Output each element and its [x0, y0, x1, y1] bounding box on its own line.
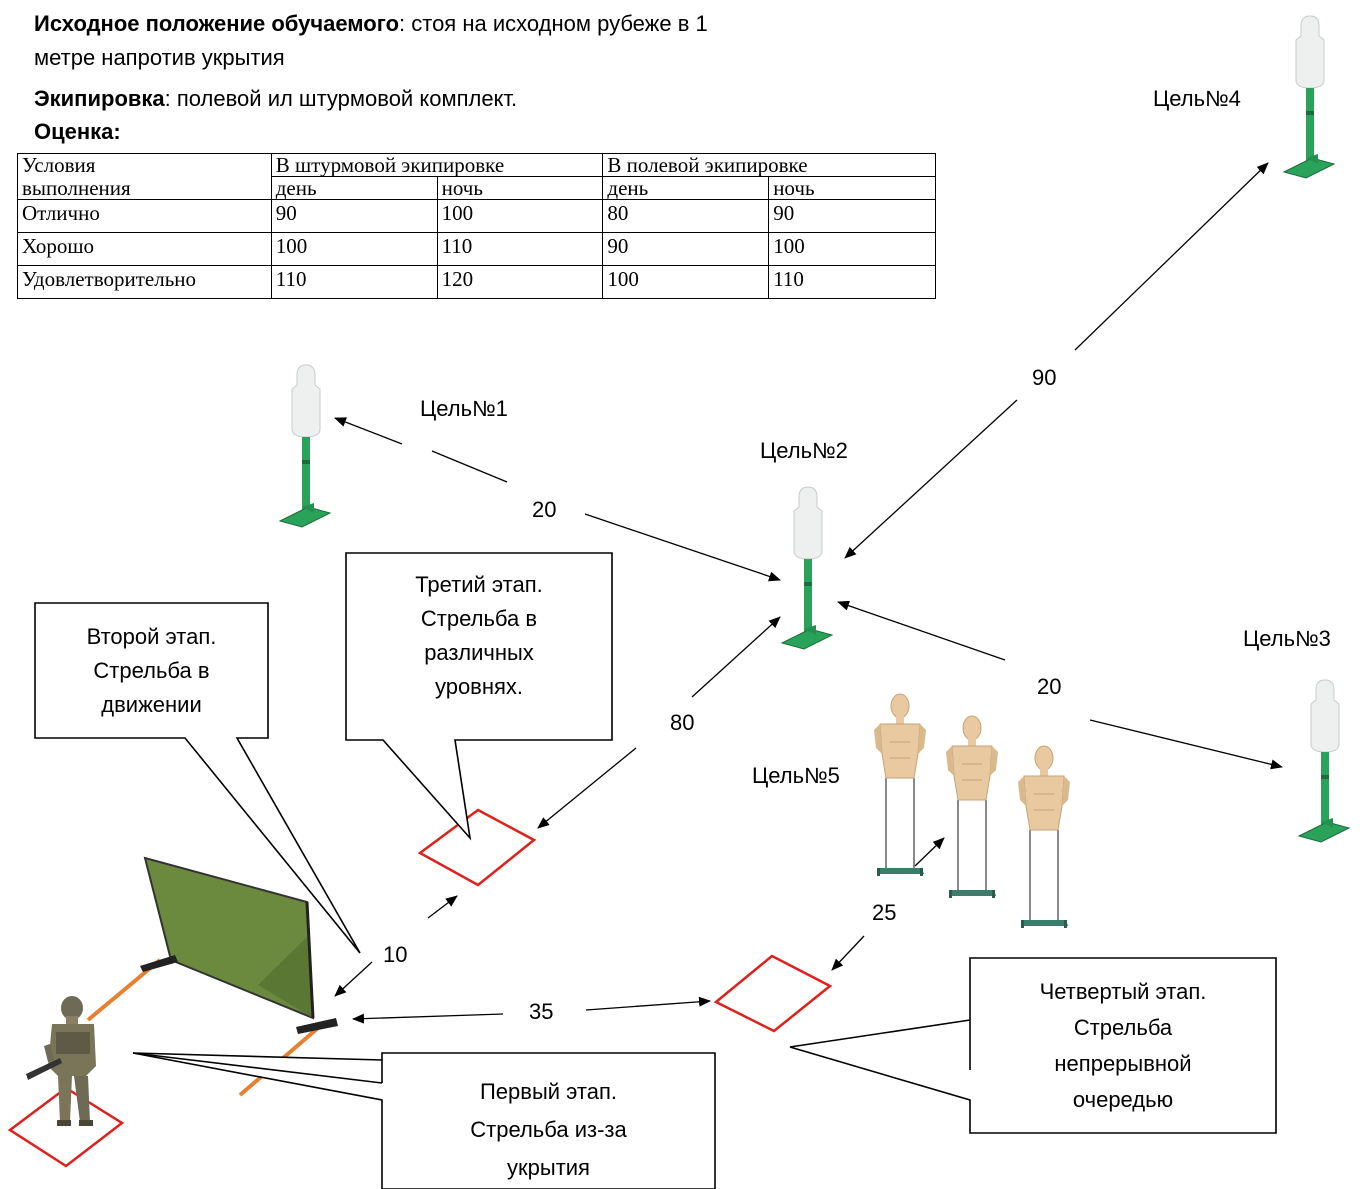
callout-line: укрытия — [507, 1155, 590, 1180]
callout-line: различных — [424, 640, 534, 665]
target-3-popper — [1298, 679, 1350, 843]
initial-position-text: : стоя на исходном рубеже в 1 — [399, 11, 708, 36]
arrow-to-target-3 — [1089, 719, 1283, 770]
callout-stage-1-box — [132, 1052, 716, 1189]
header-conditions: Условия — [17, 153, 272, 177]
soldier-figure — [26, 996, 96, 1126]
table-cell: 120 — [436, 265, 604, 299]
target-2-popper — [781, 486, 833, 650]
callout-stage-4-box — [789, 957, 1277, 1134]
callout-line: уровнях. — [434, 674, 524, 699]
header-conditions-sub: выполнения — [17, 176, 272, 200]
arrow-to-target-2-from-4 — [844, 399, 1018, 559]
equipment-text: : полевой ил штурмовой комплект. — [164, 86, 518, 111]
arrow-to-target-2-from-3 — [837, 600, 1006, 661]
header-night: ночь — [436, 176, 604, 200]
callout-line: Второй этап. — [86, 624, 217, 649]
arrow-to-zone3 — [537, 747, 637, 829]
target-4-label: Цель№4 — [1153, 86, 1241, 111]
distance-label: 25 — [872, 900, 897, 925]
table-cell: 90 — [768, 199, 936, 233]
distance-label: 35 — [529, 999, 554, 1024]
table-cell: 90 — [602, 232, 770, 266]
header-field-kit: В полевой экипировке — [602, 153, 936, 177]
target-5-mannequin — [873, 693, 927, 877]
table-cell: 110 — [768, 265, 936, 299]
callout-line: Стрельба из-за — [470, 1117, 627, 1142]
distance-label: 90 — [1032, 365, 1057, 390]
table-cell: 100 — [768, 232, 936, 266]
header-assault-kit: В штурмовой экипировке — [270, 153, 604, 177]
target-2-label: Цель№2 — [760, 438, 848, 463]
zone-stage-3 — [417, 808, 537, 887]
callout-line: Стрельба в — [93, 658, 210, 683]
callout-line: Четвертый этап. — [1039, 979, 1207, 1004]
callout-stage-1: Первый этап. Стрельба из-за укрытия — [382, 1073, 715, 1187]
arrow-to-zone4 — [585, 996, 711, 1011]
callout-line: Стрельба в — [420, 606, 538, 631]
arrow-to-target-5 — [914, 837, 945, 867]
target-3-label: Цель№3 — [1243, 626, 1331, 651]
initial-position-label: Исходное положение обучаемого — [34, 11, 400, 36]
arrow-to-cover-from-zone4 — [352, 1013, 504, 1024]
table-row: Удовлетворительно 110 120 100 110 — [17, 265, 936, 299]
header-line-3: Экипировка: полевой ил штурмовой комплек… — [34, 84, 517, 114]
arrow-to-zone3-from-cover — [427, 895, 458, 919]
callout-stage-1-tail — [132, 1052, 383, 1084]
distance-label: 20 — [532, 497, 557, 522]
header-line-2: метре напротив укрытия — [34, 45, 285, 70]
distance-label: 10 — [383, 942, 408, 967]
target-4-popper — [1283, 15, 1335, 179]
line-target1-target2 — [431, 450, 508, 483]
table-subheader-row: выполнения день ночь день ночь — [17, 176, 936, 200]
zone-stage-4 — [713, 954, 833, 1033]
arrow-to-zone4-from-5 — [831, 935, 865, 971]
arrow-to-target-2-from-1 — [584, 513, 781, 582]
callout-line: непрерывной — [1054, 1051, 1192, 1076]
row-label: Удовлетворительно — [17, 265, 272, 299]
table-cell: 100 — [602, 265, 770, 299]
arrow-to-target-4 — [1074, 162, 1269, 351]
distance-label: 20 — [1037, 674, 1062, 699]
distance-label: 80 — [670, 710, 695, 735]
callout-stage-3: Третий этап. Стрельба в различных уровня… — [346, 568, 612, 704]
target-5-mannequin — [1017, 745, 1071, 929]
zone-start — [7, 1086, 125, 1168]
target-1-label: Цель№1 — [420, 396, 508, 421]
callout-line: Третий этап. — [415, 572, 543, 597]
table-row: Отлично 90 100 80 90 — [17, 199, 936, 233]
table-cell: 90 — [270, 199, 438, 233]
arrow-to-cover — [334, 961, 373, 997]
table-header-row: Условия В штурмовой экипировке В полевой… — [17, 153, 936, 177]
equipment-label: Экипировка — [34, 86, 165, 111]
callout-line: движении — [101, 692, 202, 717]
callout-line: Стрельба — [1073, 1015, 1173, 1040]
callout-stage-3-box — [345, 552, 613, 841]
table-row: Хорошо 100 110 90 100 — [17, 232, 936, 266]
target-1-popper — [279, 364, 331, 528]
header-day: день — [602, 176, 770, 200]
callout-stage-4: Четвертый этап. Стрельба непрерывной оче… — [970, 974, 1276, 1118]
header-line-1: Исходное положение обучаемого: стоя на и… — [34, 9, 708, 39]
arrow-to-target-2-from-zone3 — [691, 616, 781, 698]
cover-panel — [86, 856, 338, 1097]
target-5-label: Цель№5 — [752, 763, 840, 788]
callout-line: очередью — [1072, 1087, 1174, 1112]
target-5-mannequin — [945, 715, 999, 899]
score-heading: Оценка: — [34, 119, 121, 144]
score-table: Условия В штурмовой экипировке В полевой… — [17, 153, 936, 299]
callout-stage-2: Второй этап. Стрельба в движении — [35, 620, 268, 722]
callout-stage-2-box — [34, 602, 361, 954]
callout-line: Первый этап. — [479, 1079, 618, 1104]
arrow-to-target-1 — [334, 417, 403, 445]
row-label: Отлично — [17, 199, 272, 233]
